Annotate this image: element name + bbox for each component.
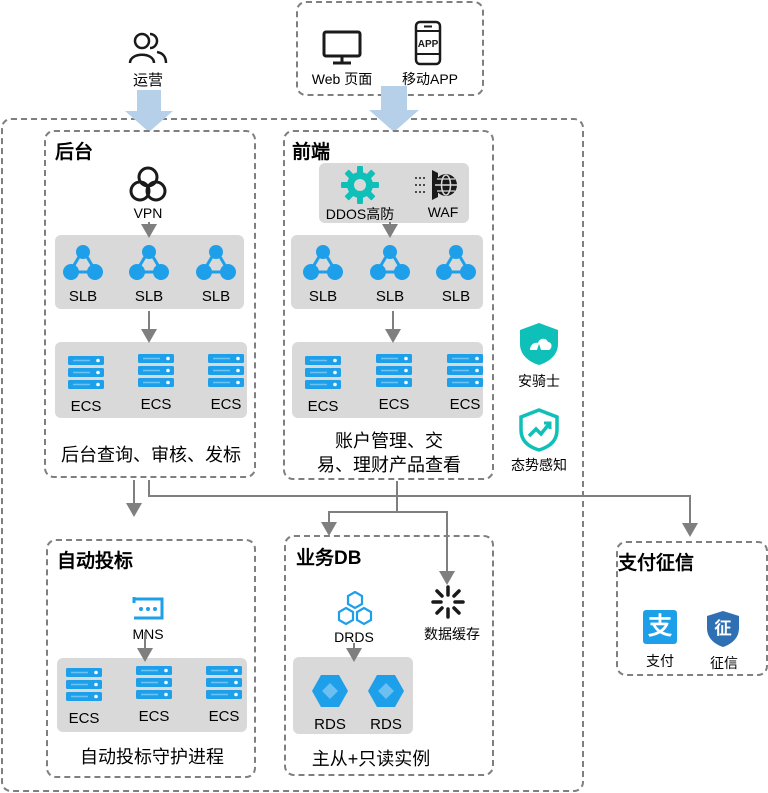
alipay-label: 支付 (646, 653, 674, 669)
credit-glyph: 征 (714, 619, 732, 638)
payment-box (616, 541, 768, 676)
db-box (284, 535, 494, 776)
autobid-title: 自动投标 (57, 551, 134, 572)
taishi-label: 态势感知 (511, 457, 567, 473)
mns-icon (131, 595, 165, 623)
slb-label: SLB (68, 288, 98, 305)
ecs-label: ECS (449, 396, 481, 413)
autobid-box (46, 539, 256, 778)
monitor-icon (322, 30, 362, 66)
vpn-icon (129, 166, 167, 204)
ecs-label: ECS (70, 398, 102, 415)
backend-to-payment-arrow (148, 480, 698, 537)
ddos-label: DDOS高防 (325, 206, 395, 222)
ecs-label: ECS (138, 708, 170, 725)
rds-label: RDS (314, 716, 346, 733)
waf-label: WAF (427, 204, 459, 220)
users-icon (128, 30, 168, 66)
waf-icon (414, 168, 460, 202)
db-caption: 主从+只读实例 (311, 749, 431, 769)
anqishi-label: 安骑士 (518, 373, 560, 389)
client-entry-arrow (369, 86, 419, 132)
autobid-caption: 自动投标守护进程 (80, 747, 224, 767)
frontend-box (283, 130, 494, 480)
app-icon-text: APP (418, 39, 439, 50)
slb-label: SLB (201, 288, 231, 305)
frontend-to-cache-arrow (397, 511, 455, 585)
ddos-gear-icon (340, 165, 380, 205)
ecs-label: ECS (378, 396, 410, 413)
payment-title: 支付征信 (618, 553, 695, 574)
ecs-label: ECS (68, 710, 100, 727)
slb-label: SLB (134, 288, 164, 305)
backend-caption: 后台查询、审核、发标 (61, 445, 241, 465)
rds-label: RDS (370, 716, 402, 733)
ecs-label: ECS (307, 398, 339, 415)
vpn-label: VPN (133, 205, 163, 221)
slb-label: SLB (375, 288, 405, 305)
drds-label: DRDS (334, 629, 374, 645)
backend-title: 后台 (55, 142, 94, 163)
ops-label: 运营 (132, 72, 163, 89)
mobile-app-label: 移动APP (401, 71, 458, 87)
anqishi-shield-icon (518, 322, 560, 366)
mns-label: MNS (132, 626, 164, 642)
backend-box (44, 130, 256, 478)
cache-icon (431, 585, 465, 619)
taishi-shield-icon (518, 408, 560, 452)
db-title: 业务DB (296, 548, 362, 569)
drds-icon (334, 590, 376, 627)
ops-entry-arrow (125, 90, 173, 132)
credit-shield-icon: 征 (705, 610, 741, 648)
alipay-icon: 支 (643, 610, 677, 644)
frontend-to-db-arrow (321, 481, 398, 536)
cache-label: 数据缓存 (424, 626, 480, 642)
mobile-app-icon: APP (414, 20, 442, 66)
frontend-caption-line1: 账户管理、交 (335, 431, 443, 451)
frontend-title: 前端 (292, 142, 331, 163)
credit-label: 征信 (710, 655, 738, 671)
system-boundary (1, 118, 584, 792)
ecs-label: ECS (208, 708, 240, 725)
web-page-label: Web 页面 (311, 71, 373, 87)
ecs-label: ECS (140, 396, 172, 413)
slb-label: SLB (441, 288, 471, 305)
slb-label: SLB (308, 288, 338, 305)
frontend-caption-line2: 易、理财产品查看 (317, 455, 461, 475)
ecs-label: ECS (210, 396, 242, 413)
